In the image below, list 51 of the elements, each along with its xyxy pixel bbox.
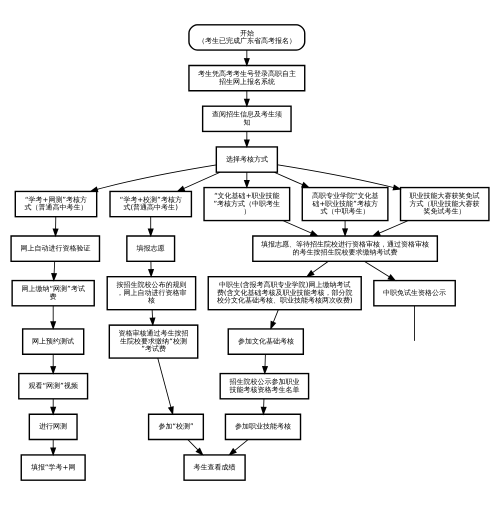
arrow xyxy=(364,260,396,282)
arrow xyxy=(50,354,56,375)
node-box: “学考+校测”考核方式(普通高中考生) xyxy=(109,190,192,218)
arrow xyxy=(89,164,217,192)
node-box: 进行网测 xyxy=(28,414,78,440)
node-box: 网上预约测试 xyxy=(22,328,84,355)
arrow xyxy=(372,220,409,236)
node-box: 参加文化基础考核 xyxy=(228,328,304,355)
arrow xyxy=(342,220,348,238)
node-box: 参加“校测” xyxy=(148,414,204,440)
arrow xyxy=(148,260,154,278)
node-box: 填报志愿、等待招生院校进行资格审核，通过资格审核的考生按招生院校要求缴纳考试费 xyxy=(252,235,438,262)
node-box: 选择考核方式 xyxy=(216,146,278,173)
node-box: 职业技能大赛获奖免试方式（职业技能大赛获奖免试考生） xyxy=(400,186,490,222)
node-box: 网上缴纳“网测”考试费 xyxy=(11,280,95,307)
arrow xyxy=(282,220,319,236)
arrow xyxy=(270,309,279,330)
node-box: 招生院校公示参加职业技能考核资格考生名单 xyxy=(219,372,310,400)
node-box: “文化基础+职业技能”考核方式（中职考生） xyxy=(203,186,290,222)
arrow xyxy=(244,172,250,189)
node-box: 按招生院校公布的规则，网上自动进行资格审核 xyxy=(106,276,196,310)
node-box: 参加职业技能考核 xyxy=(224,414,302,440)
arrow xyxy=(244,50,250,67)
arrow xyxy=(51,260,58,282)
arrow xyxy=(187,439,204,456)
node-box: 中职免试生资格公示 xyxy=(373,280,456,307)
arrow xyxy=(176,172,220,192)
arrow xyxy=(277,164,402,190)
connector xyxy=(414,306,415,342)
arrow xyxy=(52,216,59,238)
node-box: 中职生(含报考高职专业学院)网上缴纳考试费(含文化基础考核及职业技能考核，部分院校分文化基础考核、职业技能考核两次收费) xyxy=(208,276,362,310)
node-box: 填报“学考+网 xyxy=(20,454,86,481)
node-box: 网上自动进行资格验证 xyxy=(10,235,100,262)
node-box: 填报志愿 xyxy=(126,235,176,262)
node-box: 考生查看成绩 xyxy=(183,454,246,481)
node-box: “学考+网测”考核方式（普通高中考生） xyxy=(14,190,98,218)
node-box: 查阅招生信息及考生须知 xyxy=(202,106,292,132)
node-box: 高职专业学院“文化基础+职业技能”考核方式（中职考生） xyxy=(302,186,389,222)
node-box: 开始 （考生已完成广东省高考报名） xyxy=(188,24,306,51)
arrow xyxy=(228,439,249,456)
node-box: 观看“网测”视频 xyxy=(18,372,88,400)
arrow xyxy=(244,90,250,108)
arrow xyxy=(50,306,56,330)
node-box: 考生凭高考考生号登录高职自主招生网上报名系统 xyxy=(188,64,306,92)
node-box: 资格审核通过考生按招生院校要求缴纳“校测”考试费 xyxy=(108,324,198,359)
arrow xyxy=(306,260,329,278)
arrow xyxy=(244,131,250,148)
arrow xyxy=(262,354,268,375)
arrow xyxy=(148,216,154,238)
arrow xyxy=(274,172,310,188)
arrow xyxy=(157,358,174,416)
